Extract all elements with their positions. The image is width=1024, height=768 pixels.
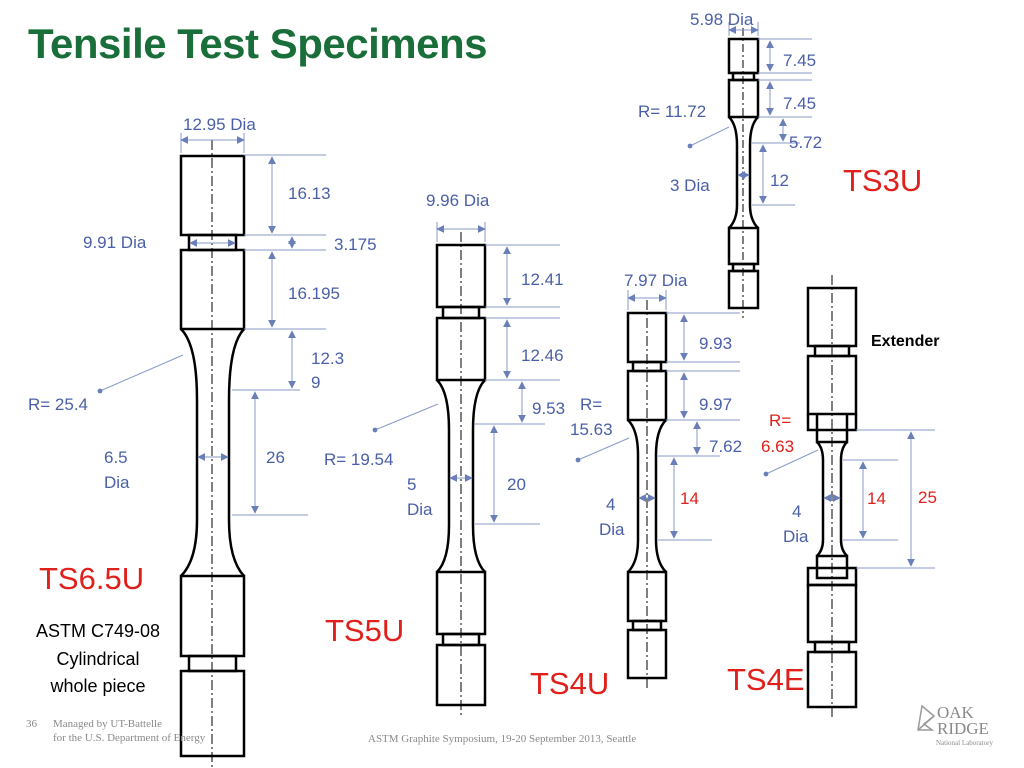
ts3u-name: TS3U: [843, 163, 922, 198]
ts4u-len3-label: 7.62: [709, 437, 742, 456]
ts4e-dimension-lines: [763, 429, 935, 569]
ts4e-gauge-dia-unit: Dia: [783, 527, 809, 546]
ts5u-dia-label: 9.96 Dia: [426, 191, 490, 210]
ts5u-dimension-lines: [372, 222, 560, 525]
ts4e-total-len-label: 25: [918, 488, 937, 507]
ts3u-gauge-len-label: 12: [770, 171, 789, 190]
ts65u-desc-line2: Cylindrical: [56, 649, 139, 669]
ts3u-len1-label: 7.45: [783, 51, 816, 70]
specimen-ts4e: Extender R= 6.63 4 Dia 14 25 TS4E: [727, 275, 939, 718]
ts4e-gauge-len-label: 14: [867, 489, 886, 508]
ts65u-len3-label-cont: 9: [311, 373, 320, 392]
ts65u-dia-label: 12.95 Dia: [183, 115, 256, 134]
ts5u-name: TS5U: [325, 613, 404, 648]
logo-national-laboratory: National Laboratory: [936, 739, 993, 747]
ts4u-radius-label: R=: [580, 395, 602, 414]
ts4u-gauge-dia-label: 4: [606, 495, 615, 514]
ts65u-gauge-len-label: 26: [266, 448, 285, 467]
ts4u-gauge-len-label: 14: [680, 489, 699, 508]
ts65u-neck-len-label: 3.175: [334, 235, 377, 254]
ts5u-radius-label: R= 19.54: [324, 450, 393, 469]
specimen-ts4u: 7.97 Dia 9.93 9.97 R= 15.63 7.62 4 Dia 1…: [530, 271, 742, 701]
ts4e-radius-value: 6.63: [761, 437, 794, 456]
ts4u-name: TS4U: [530, 666, 609, 701]
ts65u-dimension-lines: [97, 133, 326, 516]
ts4u-len2-label: 9.97: [699, 395, 732, 414]
ts5u-gauge-dia-unit: Dia: [407, 500, 433, 519]
ts4e-extender-label: Extender: [871, 333, 939, 350]
ts5u-len1-label: 12.41: [521, 270, 564, 289]
ornl-logo: OAK RIDGE National Laboratory: [917, 703, 993, 747]
specimen-ts3u: 5.98 Dia 7.45 7.45 R= 11.72 5.72 3 Dia 1…: [638, 10, 922, 318]
footer-page-number: 36: [26, 718, 38, 730]
page-title: Tensile Test Specimens: [28, 20, 487, 67]
ts65u-len3-label: 12.3: [311, 349, 344, 368]
ts4e-name: TS4E: [727, 662, 805, 697]
ts4e-radius-label: R=: [769, 411, 791, 430]
ts5u-gauge-len-label: 20: [507, 475, 526, 494]
specimen-ts65u: 12.95 Dia 16.13 9.91 Dia 3.175 16.195 12…: [28, 115, 377, 768]
footer: 36 Managed by UT-Battelle for the U.S. D…: [26, 703, 993, 747]
ts3u-dimension-lines: [687, 22, 812, 206]
footer-managed-line2: for the U.S. Department of Energy: [53, 732, 206, 744]
ts4u-dia-label: 7.97 Dia: [624, 271, 688, 290]
logo-word-oak: OAK: [937, 703, 975, 722]
ts4u-gauge-dia-unit: Dia: [599, 520, 625, 539]
ts65u-len1-label: 16.13: [288, 184, 331, 203]
ts4u-dimension-lines: [575, 290, 740, 541]
ts65u-name: TS6.5U: [39, 561, 144, 596]
ts65u-gauge-dia-label: 6.5: [104, 448, 128, 467]
leaf-icon: [917, 704, 936, 731]
logo-word-ridge: RIDGE: [937, 719, 989, 738]
ts3u-len2-label: 7.45: [783, 94, 816, 113]
ts5u-len2-label: 12.46: [521, 346, 564, 365]
specimen-ts5u: 9.96 Dia 12.41 12.46 9.53 R= 19.54 5 Dia…: [324, 191, 565, 718]
ts4u-len1-label: 9.93: [699, 334, 732, 353]
ts65u-len2-label: 16.195: [288, 284, 340, 303]
ts65u-gauge-dia-unit: Dia: [104, 473, 130, 492]
ts3u-len3-label: 5.72: [789, 133, 822, 152]
ts65u-radius-label: R= 25.4: [28, 395, 88, 414]
ts5u-gauge-dia-label: 5: [407, 475, 416, 494]
ts4u-radius-value: 15.63: [570, 420, 613, 439]
ts65u-desc-line1: ASTM C749-08: [36, 621, 160, 641]
ts65u-neck-dia-label: 9.91 Dia: [83, 233, 147, 252]
footer-managed-line1: Managed by UT-Battelle: [53, 718, 162, 730]
ts65u-desc-line3: whole piece: [49, 676, 145, 696]
ts4e-gauge-dia-label: 4: [792, 502, 801, 521]
ts3u-radius-label: R= 11.72: [638, 102, 706, 121]
ts5u-len3-label: 9.53: [532, 399, 565, 418]
footer-center-text: ASTM Graphite Symposium, 19-20 September…: [368, 733, 636, 745]
ts3u-dia-label: 5.98 Dia: [690, 10, 754, 29]
ts3u-gauge-dia-label: 3 Dia: [670, 176, 710, 195]
